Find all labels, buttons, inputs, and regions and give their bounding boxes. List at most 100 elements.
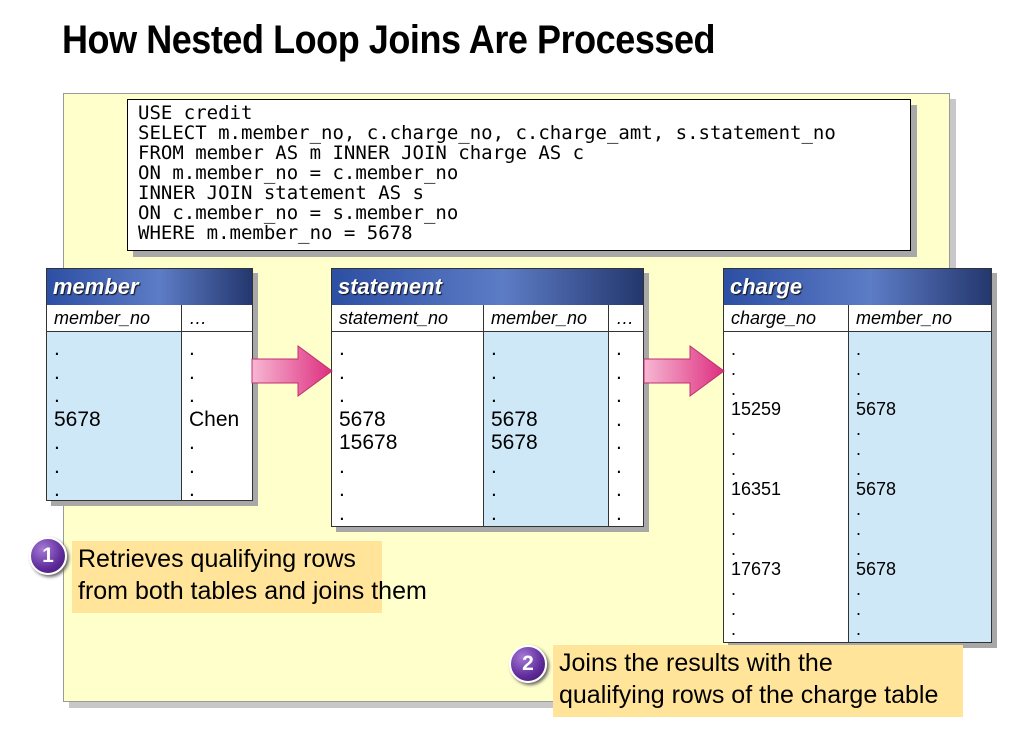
table-cell: . bbox=[189, 337, 195, 360]
code-line: WHERE m.member_no = 5678 bbox=[138, 222, 413, 244]
table-cell: . bbox=[189, 454, 195, 478]
table-cell: 5678 bbox=[856, 479, 897, 499]
table-cell: . bbox=[54, 431, 60, 454]
table-cell: . bbox=[491, 501, 497, 525]
column-body: ........ bbox=[609, 332, 643, 526]
column-header: statement_no bbox=[332, 305, 483, 332]
charge-table-title: charge bbox=[724, 269, 991, 305]
code-line: INNER JOIN statement AS s bbox=[138, 182, 424, 204]
code-line: USE credit bbox=[138, 102, 253, 124]
table-cell: . bbox=[731, 519, 737, 539]
sql-code-box: USE credit SELECT m.member_no, c.charge_… bbox=[127, 99, 911, 251]
code-line: FROM member AS m INNER JOIN charge AS c bbox=[138, 142, 585, 164]
column-header: member_no bbox=[484, 305, 608, 332]
table-cell: . bbox=[856, 339, 862, 359]
table-cell: . bbox=[856, 539, 862, 559]
table-cell: . bbox=[731, 339, 737, 359]
table-cell: 15678 bbox=[339, 431, 398, 454]
table-cell: . bbox=[731, 419, 737, 439]
table-cell: . bbox=[339, 501, 345, 525]
table-cell: . bbox=[731, 439, 737, 459]
table-cell: . bbox=[616, 454, 622, 478]
table-cell: . bbox=[54, 454, 60, 478]
table-cell: . bbox=[491, 454, 497, 478]
table-cell: 5678 bbox=[491, 431, 538, 454]
table-cell: . bbox=[189, 384, 195, 407]
statement-other-column: … ........ bbox=[609, 305, 643, 526]
table-cell: . bbox=[339, 360, 345, 384]
table-cell: . bbox=[491, 478, 497, 501]
table-cell: . bbox=[54, 337, 60, 360]
table-cell: . bbox=[856, 359, 862, 379]
table-cell: . bbox=[856, 439, 862, 459]
table-cell: . bbox=[616, 478, 622, 501]
table-cell: . bbox=[731, 539, 737, 559]
table-cell: . bbox=[491, 384, 497, 407]
table-cell: . bbox=[616, 360, 622, 384]
table-cell: . bbox=[339, 337, 345, 360]
table-cell: 16351 bbox=[731, 479, 782, 499]
table-cell: . bbox=[616, 431, 622, 454]
callout-1-line1: Retrieves qualifying rows bbox=[78, 545, 356, 573]
member-table-title: member bbox=[47, 269, 252, 305]
table-cell: . bbox=[616, 384, 622, 407]
callout-2-line2: qualifying rows of the charge table bbox=[559, 681, 939, 709]
table-cell: 5678 bbox=[339, 407, 386, 431]
member-table: member member_no ...5678... … ...Chen... bbox=[46, 268, 253, 501]
table-cell: . bbox=[856, 619, 862, 639]
table-cell: . bbox=[731, 619, 737, 639]
column-body: ...5678... bbox=[47, 332, 181, 501]
table-cell: . bbox=[54, 360, 60, 384]
table-cell: Chen bbox=[189, 407, 240, 431]
table-cell: . bbox=[491, 360, 497, 384]
table-cell: . bbox=[189, 478, 195, 501]
table-cell: . bbox=[189, 360, 195, 384]
column-header: charge_no bbox=[724, 305, 848, 332]
right-arrow-icon bbox=[643, 345, 725, 397]
code-line: ON m.member_no = c.member_no bbox=[138, 162, 459, 184]
table-cell: . bbox=[616, 337, 622, 360]
column-header: member_no bbox=[47, 305, 181, 332]
table-cell: . bbox=[856, 379, 862, 399]
table-cell: . bbox=[54, 384, 60, 407]
member-no-column: member_no ...5678... bbox=[47, 305, 182, 501]
table-cell: . bbox=[339, 454, 345, 478]
table-cell: . bbox=[731, 499, 737, 519]
table-cell: . bbox=[856, 459, 862, 479]
number-badge-icon: 2 bbox=[509, 645, 547, 683]
statement-table-title: statement bbox=[332, 269, 643, 305]
table-cell: . bbox=[339, 384, 345, 407]
table-cell: . bbox=[856, 519, 862, 539]
column-header: member_no bbox=[849, 305, 991, 332]
column-body: ...Chen... bbox=[182, 332, 252, 501]
table-cell: . bbox=[731, 579, 737, 599]
table-cell: . bbox=[856, 419, 862, 439]
table-cell: 5678 bbox=[54, 407, 101, 431]
table-cell: . bbox=[491, 337, 497, 360]
member-other-column: … ...Chen... bbox=[182, 305, 252, 501]
charge-table: charge charge_no ...15259...16351...1767… bbox=[723, 268, 992, 643]
callout-2: Joins the results with the qualifying ro… bbox=[553, 645, 963, 717]
charge-no-column: charge_no ...15259...16351...17673... bbox=[724, 305, 849, 642]
table-cell: 5678 bbox=[856, 559, 897, 579]
table-cell: . bbox=[856, 599, 862, 619]
table-cell: . bbox=[616, 501, 622, 525]
table-cell: . bbox=[731, 379, 737, 399]
slide-title: How Nested Loop Joins Are Processed bbox=[62, 18, 716, 62]
table-cell: 5678 bbox=[856, 399, 897, 419]
callout-2-line1: Joins the results with the bbox=[559, 649, 833, 677]
table-cell: . bbox=[856, 579, 862, 599]
table-cell: 15259 bbox=[731, 399, 782, 419]
column-body: ...15259...16351...17673... bbox=[724, 332, 848, 642]
column-header: … bbox=[182, 305, 252, 332]
charge-member-no-column: member_no ...5678...5678...5678... bbox=[849, 305, 991, 642]
table-cell: . bbox=[189, 431, 195, 454]
right-arrow-icon bbox=[251, 345, 333, 397]
table-cell: . bbox=[731, 599, 737, 619]
table-cell: 17673 bbox=[731, 559, 782, 579]
code-line: ON c.member_no = s.member_no bbox=[138, 202, 459, 224]
